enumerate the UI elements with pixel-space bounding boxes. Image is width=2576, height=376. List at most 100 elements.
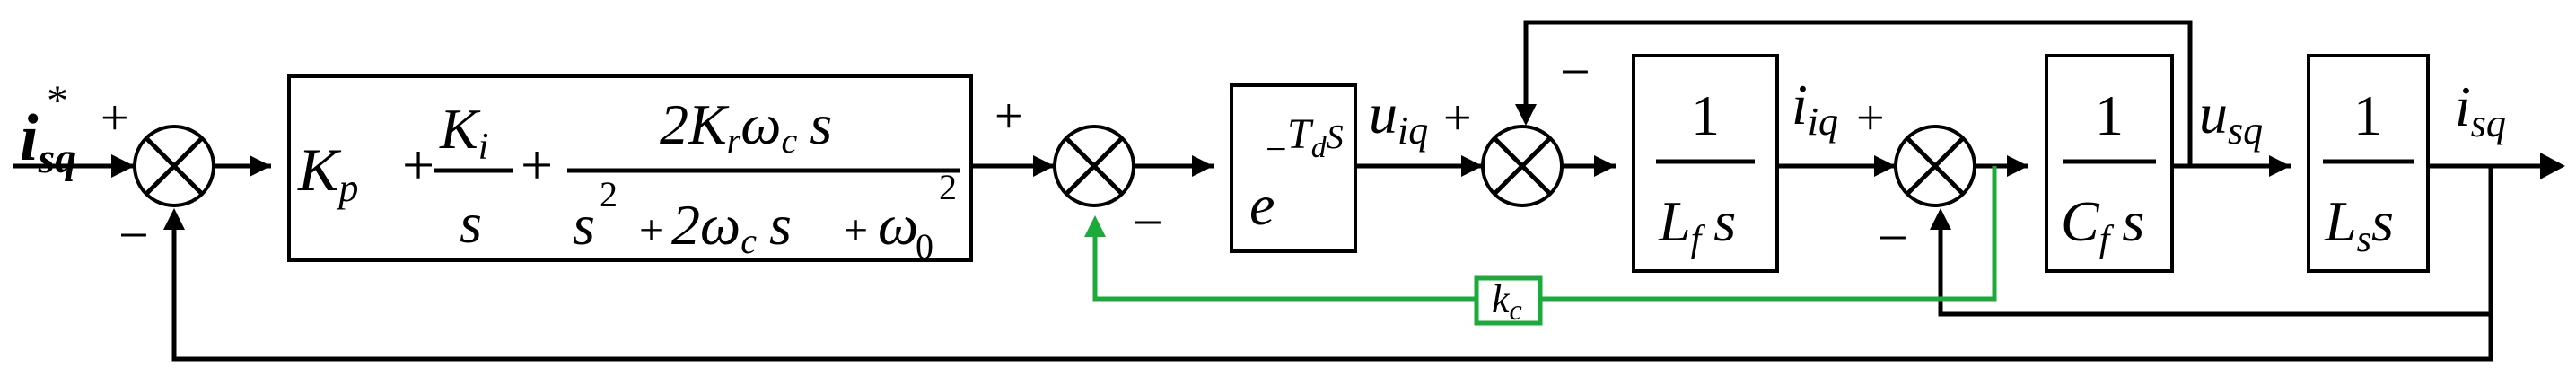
sum4-plus: + — [1856, 91, 1885, 146]
arrow-output — [2540, 153, 2565, 179]
arrow-into-pr — [250, 155, 271, 177]
resonant-num-r: r — [727, 120, 741, 161]
arrow-into-ls — [2269, 155, 2291, 177]
iref-superscript: * — [47, 77, 68, 125]
kc-feedback-wire-out — [1092, 224, 1476, 302]
sum3-minus: − — [1560, 42, 1590, 101]
signal-labels: isq * uiq iiq usq isq — [20, 73, 2506, 182]
arrowheads — [111, 104, 2565, 230]
sum3-plus: + — [1443, 91, 1472, 146]
kp-symbol: K — [297, 136, 342, 204]
resonant-den-plus-1: + — [639, 206, 663, 254]
resonant-den-plus-2: + — [844, 206, 868, 254]
arrow-into-sum4 — [1874, 155, 1896, 177]
sum-junction-2 — [1053, 125, 1135, 207]
arrow-into-sum1 — [111, 154, 135, 178]
cf-den-s: s — [2122, 189, 2144, 253]
delay-s: S — [1327, 118, 1344, 156]
sum-junction-1 — [133, 125, 215, 207]
isq-symbol: i — [2455, 74, 2471, 138]
arrow-into-sum2 — [1033, 155, 1055, 177]
resonant-den-s: s — [573, 193, 595, 257]
ls-den-s-sub: s — [2357, 219, 2371, 260]
resonant-den-sq: 2 — [600, 174, 618, 214]
resonant-den-omega0: ω — [878, 193, 918, 257]
resonant-den-omega0-sq: 2 — [939, 167, 957, 207]
svg-text:iiq: iiq — [1792, 73, 1838, 144]
sum1-minus: − — [118, 205, 149, 265]
ls-den-l: L — [2324, 189, 2357, 253]
isq-subscript: sq — [2471, 101, 2506, 145]
usq-feedback-wire — [1523, 20, 2193, 166]
sum4-minus: − — [1878, 208, 1908, 267]
kc-subscript: c — [1510, 293, 1522, 326]
lf-numerator: 1 — [1691, 83, 1720, 147]
sum2-plus: + — [994, 89, 1023, 144]
resonant-den-c: c — [740, 221, 757, 261]
signal-wires — [13, 20, 2540, 362]
ki-subscript: i — [478, 127, 489, 168]
iref-subscript: sq — [38, 135, 77, 182]
isq-inner-feedback-wire — [1938, 217, 2491, 317]
lf-den-s: s — [1713, 189, 1736, 253]
uiq-symbol: u — [1369, 82, 1398, 145]
resonant-num-omega: ω — [740, 92, 781, 156]
sum2-minus: − — [1133, 193, 1163, 252]
delay-e: e — [1249, 173, 1275, 237]
inductor-ls-block: 1 Lss — [2307, 54, 2430, 273]
usq-symbol: u — [2199, 82, 2228, 145]
lf-den-l: L — [1658, 189, 1691, 253]
svg-text:Kp: Kp — [297, 136, 358, 210]
delay-td: T — [1287, 110, 1314, 158]
arrow-into-sum3-top — [1515, 104, 1537, 126]
svg-text:kc: kc — [1492, 277, 1522, 326]
delay-minus: − — [1266, 129, 1287, 171]
resonant-den-s-2: s — [769, 193, 792, 257]
sum-junction-4 — [1894, 125, 1976, 207]
usq-subscript: sq — [2228, 109, 2263, 153]
kc-feedback-wire-in — [1540, 166, 1997, 302]
resonant-den-0: 0 — [916, 226, 933, 267]
svg-text:Lfs: Lfs — [1658, 189, 1736, 260]
svg-text:TdS: TdS — [1287, 110, 1344, 164]
arrow-into-sum3 — [1461, 155, 1483, 177]
ls-den-s: s — [2371, 189, 2394, 253]
ls-numerator: 1 — [2353, 83, 2382, 147]
kc-gain-block: kc — [1474, 275, 1543, 326]
arrow-into-lf — [1594, 155, 1616, 177]
cf-den-c: C — [2061, 189, 2100, 253]
resonant-num-s: s — [810, 92, 832, 156]
svg-text:isq: isq — [2455, 74, 2506, 145]
svg-text:Cfs: Cfs — [2061, 189, 2144, 260]
kc-symbol: k — [1492, 277, 1511, 321]
resonant-num-2k: 2K — [660, 92, 730, 156]
cf-numerator: 1 — [2095, 83, 2124, 147]
arrow-into-delay — [1192, 155, 1214, 177]
kp-subscript: p — [336, 166, 358, 210]
delay-block: e − TdS — [1230, 83, 1357, 253]
svg-text:Lss: Lss — [2324, 189, 2394, 260]
svg-text:uiq: uiq — [1369, 82, 1428, 153]
arrow-into-sum4-bottom — [1930, 208, 1951, 230]
ki-denominator-s: s — [460, 191, 482, 255]
svg-text:usq: usq — [2199, 82, 2263, 153]
svg-text:isq: isq — [20, 101, 76, 182]
iiq-symbol: i — [1792, 73, 1808, 136]
uiq-subscript: iq — [1398, 109, 1428, 153]
iiq-subscript: iq — [1808, 100, 1838, 144]
ki-symbol: K — [439, 97, 481, 161]
sum1-plus: + — [101, 91, 129, 146]
kc-feedback-arrowhead — [1084, 215, 1106, 237]
delay-td-sub: d — [1311, 131, 1327, 164]
svg-text:Ki: Ki — [439, 97, 488, 168]
resonant-den-2omega: 2ω — [671, 193, 740, 257]
arrow-into-cf — [2007, 155, 2028, 177]
sum-junction-3 — [1481, 125, 1564, 207]
arrow-into-sum1-bottom — [163, 208, 185, 230]
